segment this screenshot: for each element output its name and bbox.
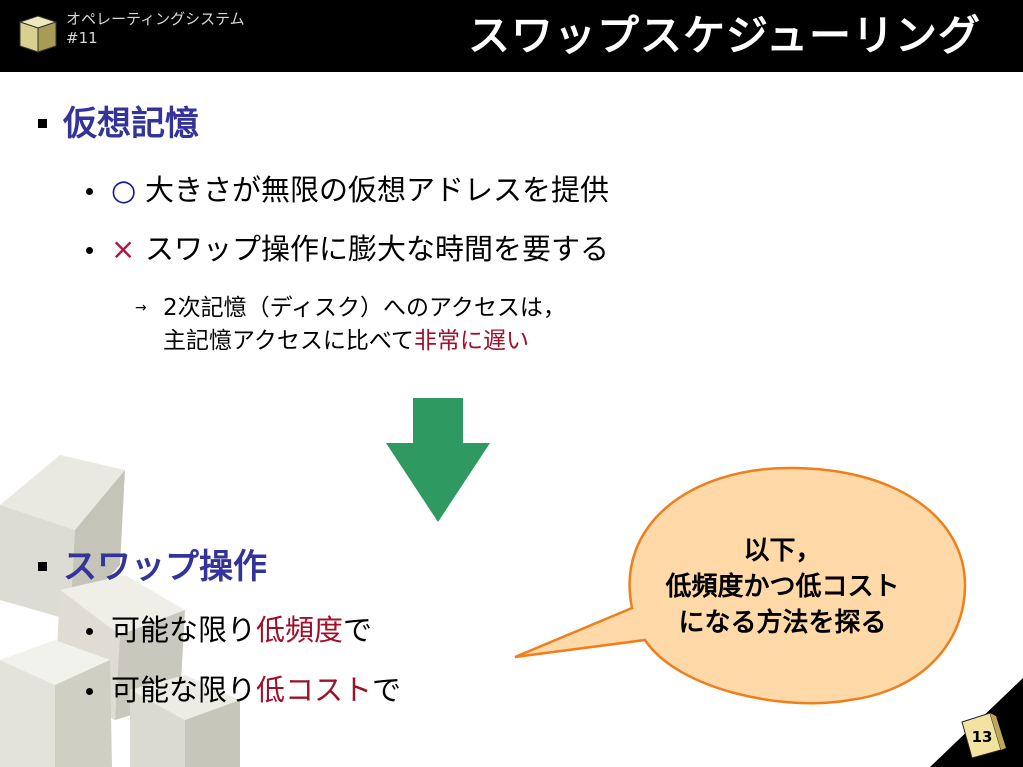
bullet-low-cost: 可能な限り低コストで	[86, 670, 401, 710]
note-line1-text: 2次記憶（ディスク）へのアクセスは，	[163, 295, 566, 321]
item-prefix: 可能な限り	[111, 613, 257, 647]
sub-note-line1: → 2次記憶（ディスク）へのアクセスは，	[135, 292, 566, 325]
item-suffix: で	[372, 673, 402, 707]
title-bar: オペレーティングシステム #11 スワップスケジューリング	[0, 0, 1023, 72]
lecture-number: #11	[66, 29, 98, 47]
slide-title: スワップスケジューリング	[467, 11, 981, 60]
item-emphasis: 低頻度	[256, 613, 344, 647]
callout-line2: 低頻度かつ低コスト	[665, 572, 900, 602]
small-arrow-icon: →	[135, 300, 147, 316]
bullet-pro: ○大きさが無限の仮想アドレスを提供	[86, 170, 609, 210]
pro-text: 大きさが無限の仮想アドレスを提供	[145, 173, 610, 207]
dot-bullet-icon	[86, 187, 93, 195]
callout-line3: になる方法を探る	[678, 608, 887, 638]
con-text: スワップ操作に膨大な時間を要する	[145, 232, 610, 266]
dot-bullet-icon	[86, 687, 93, 695]
bullet-virtual-memory: 仮想記憶	[38, 102, 199, 146]
speech-bubble	[514, 466, 967, 705]
note-line2-text: 主記憶アクセスに比べて	[163, 328, 414, 354]
square-bullet-icon	[38, 119, 47, 128]
bullet-con: × スワップ操作に膨大な時間を要する	[86, 229, 609, 269]
item-emphasis: 低コスト	[256, 673, 373, 707]
decorative-cube-cluster	[0, 455, 240, 767]
dot-bullet-icon	[86, 246, 93, 254]
callout-line1: 以下，	[743, 536, 822, 566]
sub-note: → 2次記憶（ディスク）へのアクセスは， 主記憶アクセスに比べて非常に遅い	[135, 292, 566, 358]
course-info: オペレーティングシステム #11	[66, 10, 245, 48]
item-prefix: 可能な限り	[111, 673, 257, 707]
sub-note-line2: 主記憶アクセスに比べて非常に遅い	[135, 325, 566, 358]
page-number: 13	[971, 728, 993, 746]
cross-mark-icon: ×	[111, 232, 136, 266]
heading-virtual-memory: 仮想記憶	[63, 104, 199, 144]
square-bullet-icon	[38, 562, 47, 571]
note-emphasis: 非常に遅い	[413, 328, 529, 354]
bullet-low-frequency: 可能な限り低頻度で	[86, 610, 372, 650]
item-suffix: で	[343, 613, 373, 647]
dot-bullet-icon	[86, 627, 93, 635]
circle-mark-icon: ○	[111, 173, 137, 207]
down-arrow-icon	[386, 398, 490, 522]
heading-swap-operation: スワップ操作	[63, 547, 267, 587]
callout-text: 以下， 低頻度かつ低コスト になる方法を探る	[620, 533, 945, 641]
bullet-swap-operation: スワップ操作	[38, 545, 267, 589]
corner-decoration	[930, 678, 1023, 767]
course-name: オペレーティングシステム	[66, 10, 245, 28]
cube-logo-icon	[18, 15, 58, 53]
